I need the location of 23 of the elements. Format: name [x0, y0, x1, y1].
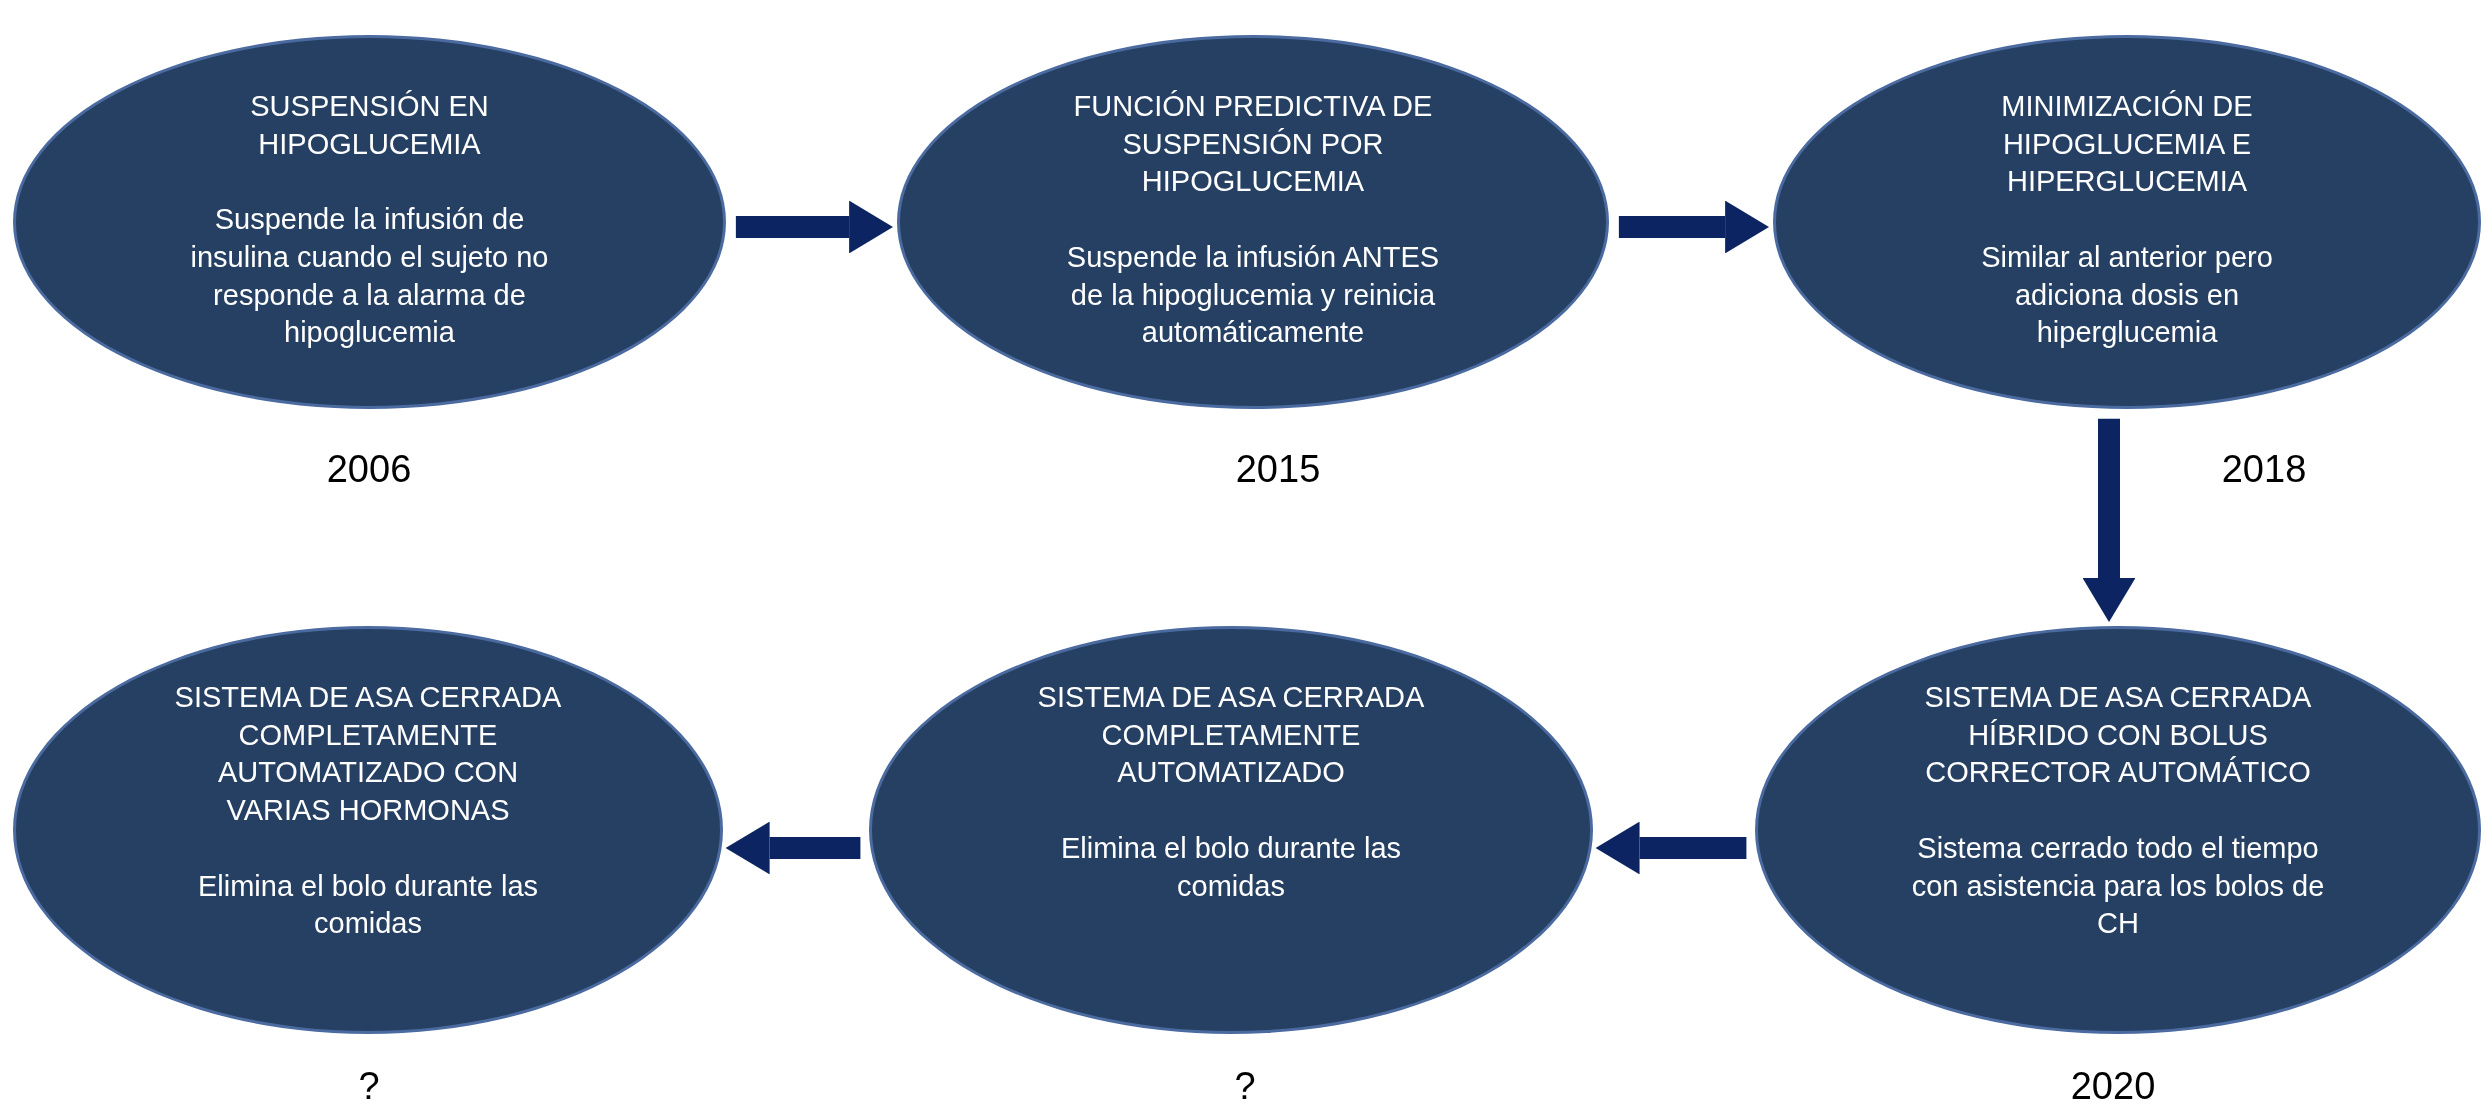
- year-label: 2015: [1235, 448, 1321, 491]
- block-arrow: [1595, 821, 1747, 875]
- stage-description: Similar al anterior pero adiciona dosis en hiperglucemia: [1980, 240, 2274, 351]
- year-label: ?: [1234, 1065, 1256, 1108]
- block-arrow: [2082, 418, 2136, 623]
- block-arrow: [725, 821, 861, 875]
- stage-title: FUNCIÓN PREDICTIVA DE SUSPENSIÓN POR HIPOGLUCEMIA: [1072, 89, 1434, 200]
- year-label: 2006: [326, 448, 412, 491]
- stage-description: Sistema cerrado todo el tiempo con asistencia para los bolos de CH: [1910, 831, 2326, 942]
- year-label: 2020: [2070, 1065, 2156, 1108]
- stage-title: SISTEMA DE ASA CERRADA COMPLETAMENTE AUTOMATIZADO: [1036, 680, 1426, 791]
- stage-description: Suspende la infusión ANTES de la hipoglucemia y reinicia automáticamente: [1065, 240, 1441, 351]
- stage-description: Elimina el bolo durante las comidas: [1059, 831, 1403, 904]
- stage-title: SISTEMA DE ASA CERRADA HÍBRIDO CON BOLUS CORRECTOR AUTOMÁTICO: [1923, 680, 2313, 791]
- stage-description: Suspende la infusión de insulina cuando el sujeto no responde a la alarma de hipoglucemia: [189, 202, 550, 351]
- block-arrow: [1618, 200, 1770, 254]
- stage-description: Elimina el bolo durante las comidas: [196, 868, 540, 942]
- year-label: ?: [358, 1065, 380, 1108]
- stage-title: SUSPENSIÓN EN HIPOGLUCEMIA: [249, 89, 490, 162]
- block-arrow: [735, 200, 894, 254]
- stage-title: SISTEMA DE ASA CERRADA COMPLETAMENTE AUTOMATIZADO CON VARIAS HORMONAS: [173, 680, 563, 829]
- year-label: 2018: [2221, 448, 2307, 491]
- stage-title: MINIMIZACIÓN DE HIPOGLUCEMIA E HIPERGLUCEMIA: [2000, 89, 2254, 200]
